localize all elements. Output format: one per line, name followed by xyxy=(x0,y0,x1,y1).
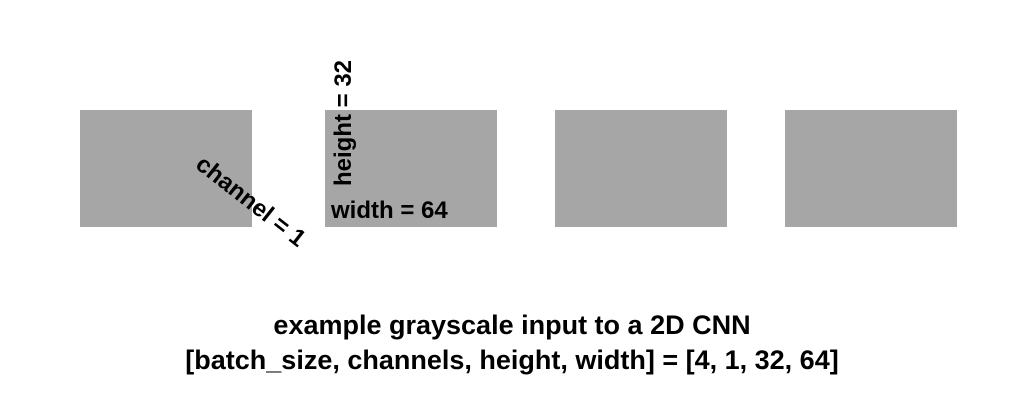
caption-title: example grayscale input to a 2D CNN xyxy=(273,310,751,340)
image-tile-3 xyxy=(555,110,727,227)
image-tile-4 xyxy=(785,110,957,227)
image-tile-1 xyxy=(80,110,252,227)
caption-shape: [batch_size, channels, height, width] = … xyxy=(185,345,839,375)
height-dimension-label: height = 32 xyxy=(330,59,357,186)
width-dimension-label: width = 64 xyxy=(331,197,448,224)
image-tile-2 xyxy=(325,110,497,227)
